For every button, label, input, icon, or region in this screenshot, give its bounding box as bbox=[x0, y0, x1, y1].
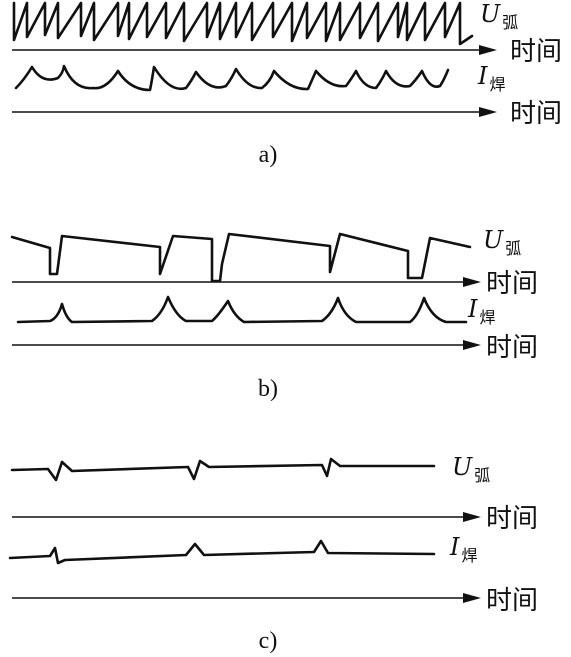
panel-a-axis-2-arrow bbox=[479, 107, 497, 117]
panel-c-axis-2-arrow bbox=[463, 593, 481, 603]
panel-a-voltage-waveform bbox=[12, 1, 474, 46]
panel-a-axis-1-arrow bbox=[479, 45, 497, 55]
panel-a-current-waveform bbox=[14, 64, 450, 92]
panel-c-current-waveform bbox=[8, 539, 436, 565]
panel-a-axis-1-label: 时间 bbox=[510, 37, 562, 67]
panel-c-axis-2-label: 时间 bbox=[486, 586, 538, 616]
panel-c-axis-1-label: 时间 bbox=[486, 504, 538, 534]
panel-b-axis-2-arrow bbox=[463, 340, 481, 350]
panel-b-label: b) bbox=[258, 376, 278, 402]
panel-b-axis-2-label: 时间 bbox=[486, 333, 538, 363]
panel-b-voltage-waveform bbox=[10, 232, 472, 283]
panel-b-axis-1-arrow bbox=[463, 277, 481, 287]
panel-c-voltage-waveform bbox=[10, 457, 436, 482]
panel-c-axis-1-arrow bbox=[463, 512, 481, 522]
panel-c-label: c) bbox=[259, 628, 278, 654]
panel-b-axis-1-label: 时间 bbox=[486, 269, 538, 299]
panel-a-axis-2-label: 时间 bbox=[510, 99, 562, 129]
panel-a-label: a) bbox=[259, 142, 278, 168]
panel-b-current-waveform bbox=[16, 295, 468, 324]
